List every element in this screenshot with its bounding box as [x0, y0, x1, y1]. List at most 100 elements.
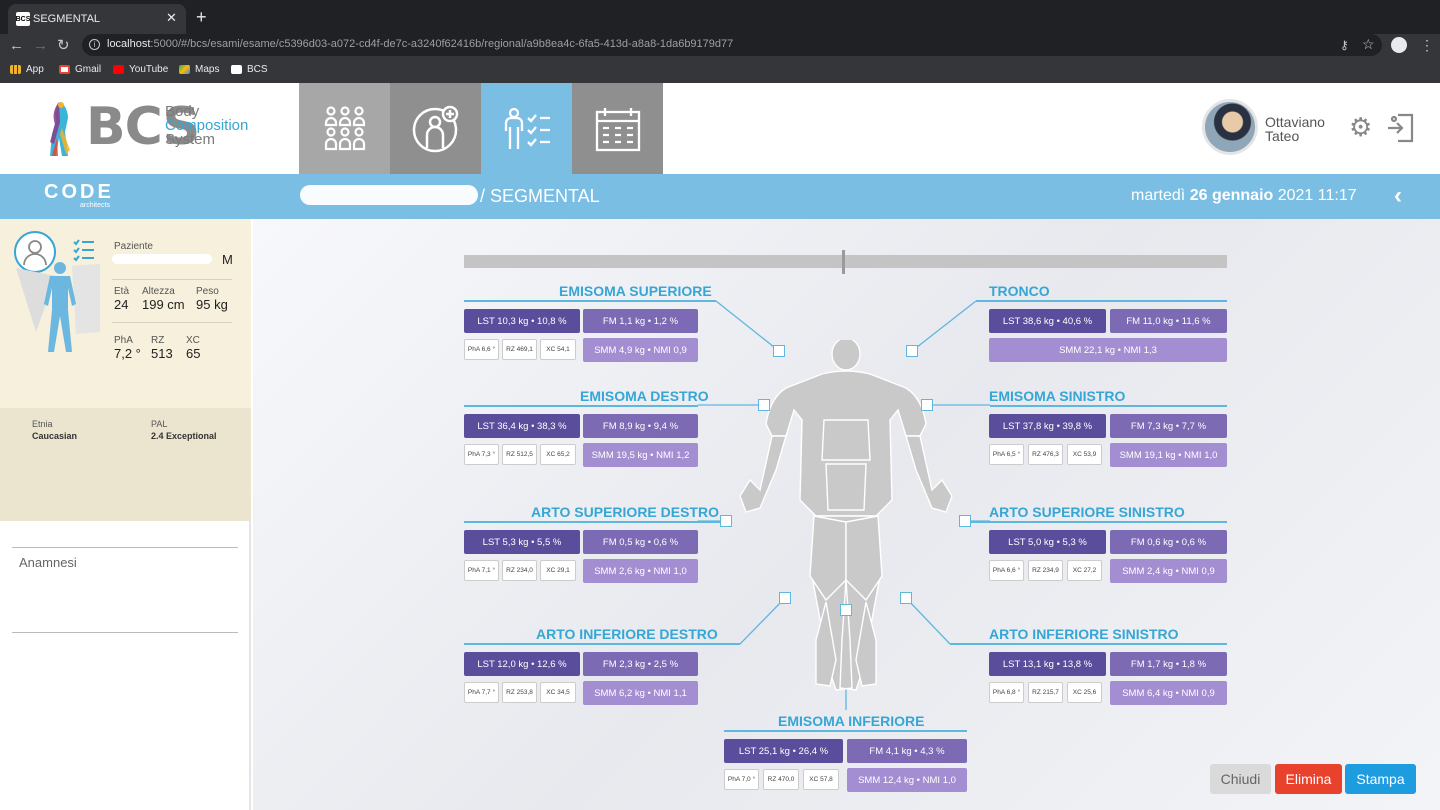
- etnia-value: Caucasian: [32, 431, 78, 441]
- emisoma-superiore-smm: SMM 4,9 kg • NMI 0,9: [583, 338, 698, 362]
- eta-value: 24: [114, 297, 129, 312]
- divider: [112, 279, 232, 280]
- emisoma-destro-smm: SMM 19,5 kg • NMI 1,2: [583, 443, 698, 467]
- tab-title: SEGMENTAL: [33, 13, 101, 25]
- new-tab-icon[interactable]: +: [196, 7, 207, 27]
- balance-marker: [842, 250, 845, 274]
- body-silhouette-icon: [16, 258, 100, 363]
- emisoma-sinistro-xc: XC 53,9: [1067, 444, 1102, 465]
- bookmark-bcs[interactable]: BCS: [231, 64, 268, 75]
- emisoma-sinistro-title: EMISOMA SINISTRO: [989, 388, 1126, 404]
- connector-node: [758, 399, 770, 411]
- nav-tile-add-patient[interactable]: [390, 83, 481, 174]
- altezza-label: Altezza: [142, 286, 175, 297]
- arto-inf-destro-title: ARTO INFERIORE DESTRO: [536, 626, 718, 642]
- arto-inf-sinistro-lst: LST 13,1 kg • 13,8 %: [989, 652, 1106, 676]
- arto-inf-sinistro-smm: SMM 6,4 kg • NMI 0,9: [1110, 681, 1227, 705]
- arto-inf-destro-pha: PhA 7,7 °: [464, 682, 499, 703]
- paziente-label: Paziente: [114, 241, 153, 252]
- emisoma-destro-xc: XC 65,2: [540, 444, 576, 465]
- emisoma-superiore-xc: XC 54,1: [540, 339, 576, 360]
- browser-tab[interactable]: BCS SEGMENTAL ✕: [8, 4, 186, 34]
- arto-inf-sinistro-title: ARTO INFERIORE SINISTRO: [989, 626, 1179, 642]
- eta-label: Età: [114, 286, 130, 297]
- tab-close-icon[interactable]: ✕: [166, 10, 177, 25]
- altezza-value: 199 cm: [142, 297, 185, 312]
- stampa-button[interactable]: Stampa: [1345, 764, 1416, 794]
- connector-node: [921, 399, 933, 411]
- pal-label: PAL: [151, 419, 168, 429]
- info-icon[interactable]: i: [89, 39, 100, 50]
- nav-tile-segmental[interactable]: [481, 83, 572, 174]
- reload-icon[interactable]: ↻: [57, 37, 70, 54]
- arto-sup-destro-rz: RZ 234,0: [502, 560, 537, 581]
- connector-node: [720, 515, 732, 527]
- bookmark-maps[interactable]: Maps: [179, 64, 219, 75]
- emisoma-destro-fm: FM 8,9 kg • 9,4 %: [583, 414, 698, 438]
- emisoma-inferiore-smm: SMM 12,4 kg • NMI 1,0: [847, 768, 967, 792]
- emisoma-sinistro-fm: FM 7,3 kg • 7,7 %: [1110, 414, 1227, 438]
- back-chevron-icon[interactable]: ‹: [1394, 182, 1402, 209]
- bookmark-app[interactable]: App: [10, 64, 44, 75]
- balance-bar: [464, 255, 1227, 268]
- bookmark-youtube[interactable]: YouTube: [113, 64, 168, 75]
- arto-sup-sinistro-xc: XC 27,2: [1067, 560, 1102, 581]
- user-avatar[interactable]: [1202, 99, 1258, 155]
- arto-sup-destro-lst: LST 5,3 kg • 5,5 %: [464, 530, 580, 554]
- address-bar[interactable]: [82, 34, 1382, 56]
- bcs-logo-figure-icon: [46, 98, 74, 158]
- chiudi-button[interactable]: Chiudi: [1210, 764, 1271, 794]
- section-underline: [971, 521, 1227, 523]
- pha-label: PhA: [114, 335, 133, 346]
- logo-tagline: Body Composition System: [165, 103, 249, 148]
- divider: [112, 322, 232, 323]
- tronco-smm: SMM 22,1 kg • NMI 1,3: [989, 338, 1227, 362]
- arto-inf-sinistro-pha: PhA 6,8 °: [989, 682, 1024, 703]
- gear-icon[interactable]: ⚙: [1349, 112, 1373, 142]
- nav-tile-patients[interactable]: [299, 83, 390, 174]
- tronco-title: TRONCO: [989, 283, 1050, 299]
- key-icon[interactable]: ⚷: [1340, 38, 1349, 52]
- elimina-button[interactable]: Elimina: [1275, 764, 1342, 794]
- anatomy-figure: [739, 340, 953, 691]
- profile-icon[interactable]: [1391, 37, 1407, 53]
- arto-sup-destro-fm: FM 0,5 kg • 0,6 %: [583, 530, 698, 554]
- arto-sup-destro-pha: PhA 7,1 °: [464, 560, 499, 581]
- logout-icon[interactable]: [1386, 113, 1414, 148]
- anamnesi-field[interactable]: [12, 571, 238, 633]
- emisoma-sinistro-lst: LST 37,8 kg • 39,8 %: [989, 414, 1106, 438]
- arto-sup-destro-title: ARTO SUPERIORE DESTRO: [531, 504, 719, 520]
- segmental-checklist-icon: [504, 107, 550, 149]
- section-underline: [950, 643, 1227, 645]
- section-underline: [990, 405, 1227, 407]
- xc-label: XC: [186, 335, 200, 346]
- star-icon[interactable]: ☆: [1362, 36, 1375, 52]
- section-underline: [976, 300, 1227, 302]
- subheader-bar: [0, 174, 1440, 219]
- ethnicity-card: [0, 408, 251, 521]
- breadcrumb: / SEGMENTAL: [480, 186, 600, 206]
- nav-tile-calendar[interactable]: [572, 83, 663, 174]
- calendar-icon: [595, 107, 640, 151]
- redacted-name: [112, 254, 212, 264]
- back-icon[interactable]: ←: [9, 37, 24, 54]
- emisoma-superiore-pha: PhA 6,6 °: [464, 339, 499, 360]
- code-architects-logo: CODE: [44, 181, 114, 203]
- menu-kebab-icon[interactable]: ⋮: [1420, 37, 1434, 53]
- forward-icon[interactable]: →: [33, 37, 48, 54]
- bcs-favicon-icon: BCS: [16, 12, 30, 26]
- bookmark-gmail[interactable]: Gmail: [59, 64, 101, 75]
- etnia-label: Etnia: [32, 419, 53, 429]
- code-architects-sub: architects: [80, 202, 110, 209]
- url-text[interactable]: localhost:5000/#/bcs/esami/esame/c5396d0…: [107, 38, 734, 50]
- arto-sup-sinistro-pha: PhA 6,6 °: [989, 560, 1024, 581]
- peso-label: Peso: [196, 286, 219, 297]
- section-underline: [724, 730, 967, 732]
- patient-sex: M: [222, 252, 233, 267]
- pal-value: 2.4 Exceptional: [151, 431, 217, 441]
- emisoma-inferiore-title: EMISOMA INFERIORE: [778, 713, 925, 729]
- arto-sup-sinistro-fm: FM 0,6 kg • 0,6 %: [1110, 530, 1227, 554]
- arto-inf-destro-smm: SMM 6,2 kg • NMI 1,1: [583, 681, 698, 705]
- add-patient-icon: [412, 105, 458, 152]
